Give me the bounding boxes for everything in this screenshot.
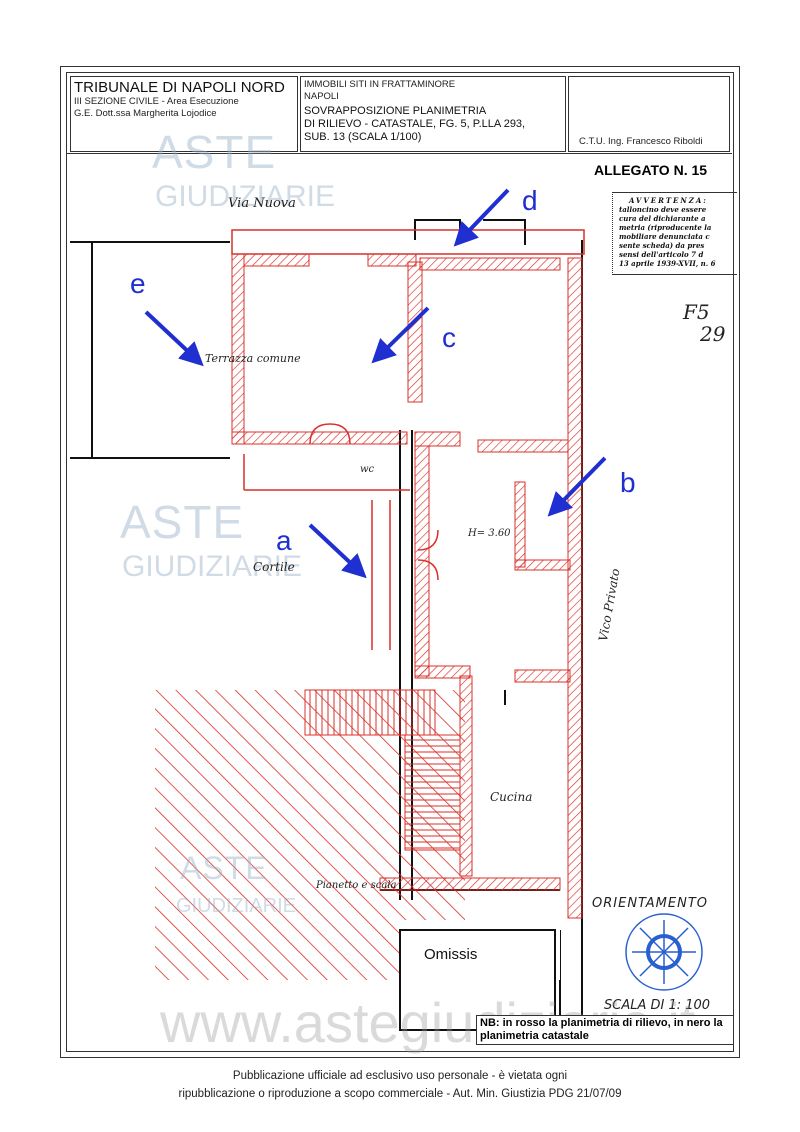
label-wc: wc: [360, 464, 375, 475]
avvertenza-line: 13 aprile 1939-XVII, n. 6: [619, 259, 716, 268]
property-box: IMMOBILI SITI IN FRATTAMINORE NAPOLI SOV…: [300, 76, 566, 152]
survey-walls: [231, 253, 583, 919]
avvertenza-title: AVVERTENZA:: [629, 196, 708, 205]
property-city: NAPOLI: [304, 91, 339, 102]
watermark-aste: ASTE: [152, 126, 277, 178]
allegato-label: ALLEGATO N. 15: [594, 162, 708, 178]
avvertenza-line: sente scheda) da pres: [619, 241, 705, 250]
property-location: IMMOBILI SITI IN FRATTAMINORE: [304, 79, 456, 90]
arrow-label-c: c: [442, 322, 456, 353]
avvertenza-line: cura del dichiarante a: [619, 214, 706, 223]
label-sheet-ref: F5: [683, 300, 710, 324]
avvertenza-line: mobiliare denunciata c: [619, 232, 710, 241]
legend-note: NB: in rosso la planimetria di rilievo, …: [476, 1015, 734, 1045]
avvertenza-box: AVVERTENZA: talloncino deve essere cura …: [612, 192, 737, 275]
watermark-giudiziarie: GIUDIZIARIE: [155, 180, 336, 213]
page-frame-outer: [60, 66, 740, 1058]
label-terrazza: Terrazza comune: [205, 352, 301, 365]
label-cucina: Cucina: [490, 790, 533, 804]
arrow-label-b: b: [620, 467, 636, 498]
scale-label: SCALA DI 1: 100: [604, 998, 711, 1013]
header-divider: [66, 153, 732, 154]
ctu-box: C.T.U. Ing. Francesco Riboldi: [568, 76, 730, 152]
watermark-giudiziarie: GIUDIZIARIE: [122, 550, 303, 583]
ctu-name: C.T.U. Ing. Francesco Riboldi: [579, 136, 703, 147]
orientation-label: ORIENTAMENTO: [592, 896, 709, 911]
court-box: TRIBUNALE DI NAPOLI NORD III SEZIONE CIV…: [70, 76, 298, 152]
court-section: III SEZIONE CIVILE - Area Esecuzione: [74, 96, 239, 107]
compass-rose: [625, 913, 703, 991]
label-via-nuova: Via Nuova: [228, 196, 296, 211]
judge-name: G.E. Dott.ssa Margherita Lojodice: [74, 108, 217, 119]
footer-line-2: ripubblicazione o riproduzione a scopo c…: [178, 1088, 622, 1100]
survey-lines: [231, 229, 585, 650]
label-parcel-ref: 29: [700, 322, 726, 346]
omissis-box: [399, 929, 556, 1031]
avvertenza-line: metria (riproducente la: [619, 223, 712, 232]
watermark-aste: ASTE: [180, 850, 268, 886]
page-frame-inner: [66, 72, 734, 1052]
watermark-giudiziarie: GIUDIZIARIE: [176, 895, 297, 917]
label-pianetto-scala: Pianetto e scala: [316, 880, 397, 891]
watermark-aste: ASTE: [120, 496, 245, 548]
avvertenza-line: sensi dell'articolo 7 d: [619, 250, 704, 259]
omissis-label: Omissis: [424, 946, 478, 963]
annotation-arrows: [144, 188, 607, 579]
label-cortile: Cortile: [253, 560, 295, 574]
avvertenza-line: talloncino deve essere: [619, 205, 707, 214]
label-height: H= 3.60: [468, 528, 511, 539]
footer-line-1: Pubblicazione ufficiale ad esclusivo uso…: [232, 1070, 568, 1082]
doc-line-1: SOVRAPPOSIZIONE PLANIMETRIA: [304, 105, 487, 117]
court-title: TRIBUNALE DI NAPOLI NORD: [74, 79, 285, 96]
doc-line-3: SUB. 13 (SCALA 1/100): [304, 131, 422, 143]
arrow-label-d: d: [522, 185, 538, 216]
doc-line-2: DI RILIEVO - CATASTALE, FG. 5, P.LLA 293…: [304, 118, 526, 130]
arrow-label-e: e: [130, 268, 146, 299]
arrow-label-a: a: [276, 525, 292, 556]
